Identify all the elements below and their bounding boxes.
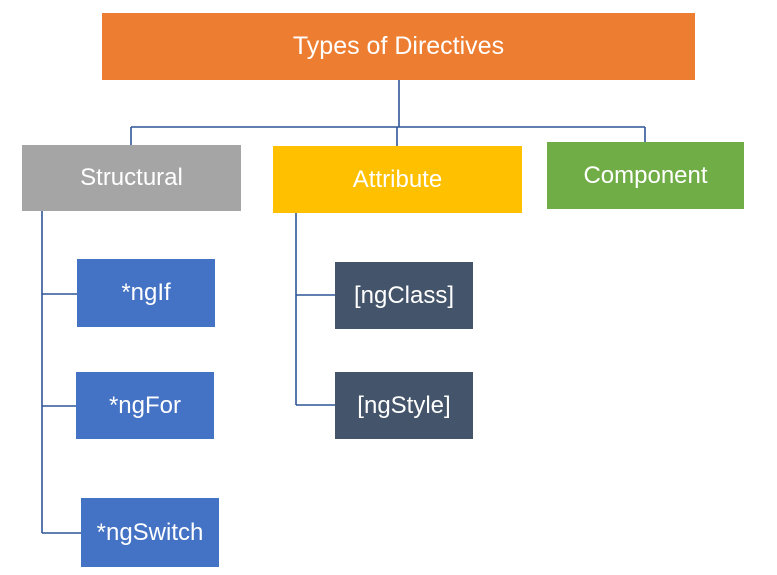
ngfor-node: *ngFor xyxy=(76,372,214,439)
ngswitch-node-label: *ngSwitch xyxy=(96,518,204,546)
structural-node-label: Structural xyxy=(80,164,183,191)
ngif-node-label: *ngIf xyxy=(121,279,171,306)
ngclass-node-label: [ngClass] xyxy=(353,281,455,309)
root-node-label: Types of Directives xyxy=(292,32,505,60)
ngif-node: *ngIf xyxy=(77,259,215,327)
structural-node: Structural xyxy=(22,145,241,211)
ngstyle-node-label: [ngStyle] xyxy=(357,391,451,419)
ngfor-node-label: *ngFor xyxy=(108,391,182,419)
ngswitch-node: *ngSwitch xyxy=(81,498,219,567)
component-node-label: Component xyxy=(583,161,708,189)
ngclass-node: [ngClass] xyxy=(335,262,473,329)
root-node: Types of Directives xyxy=(102,13,695,80)
attribute-node: Attribute xyxy=(273,146,522,213)
component-node: Component xyxy=(547,142,744,209)
ngstyle-node: [ngStyle] xyxy=(335,372,473,439)
attribute-node-label: Attribute xyxy=(352,165,443,193)
